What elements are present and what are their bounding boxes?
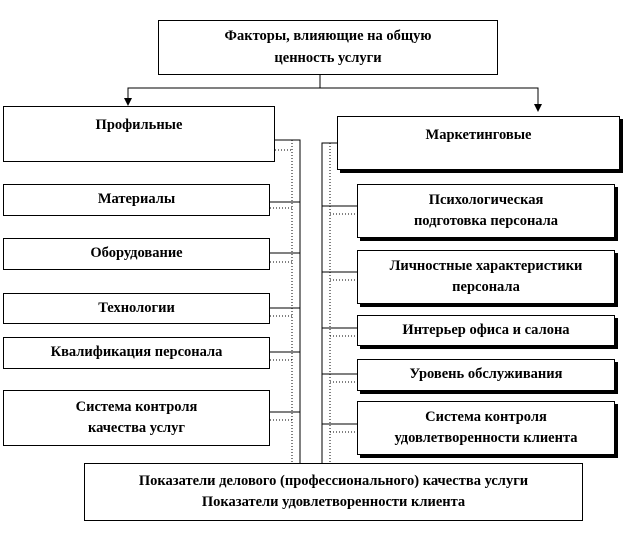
left-item-technologies: Технологии — [3, 293, 270, 324]
right-header-node: Маркетинговые — [337, 116, 620, 170]
right-item-service-level: Уровень обслуживания — [357, 359, 615, 391]
right-item-satisfaction-control: Система контроля удовлетворенности клиен… — [357, 401, 615, 455]
right-spine-dotted — [329, 143, 357, 463]
left-item-materials: Материалы — [3, 184, 270, 216]
bottom-indicators-node: Показатели делового (профессионального) … — [84, 463, 583, 521]
arrow-right-head — [534, 104, 542, 112]
right-item-office-interior: Интерьер офиса и салона — [357, 315, 615, 346]
left-branches — [270, 201, 300, 413]
arrow-left-head — [124, 98, 132, 106]
root-node: Факторы, влияющие на общую ценность услу… — [158, 20, 498, 75]
left-spine-dotted — [270, 140, 293, 463]
left-item-equipment: Оборудование — [3, 238, 270, 270]
right-branches — [322, 205, 357, 425]
right-spine — [321, 142, 337, 463]
left-spine — [275, 139, 301, 463]
right-item-psychological-training: Психологическая подготовка персонала — [357, 184, 615, 238]
left-item-qualification: Квалификация персонала — [3, 337, 270, 369]
left-header-node: Профильные — [3, 106, 275, 162]
left-item-quality-control: Система контроля качества услуг — [3, 390, 270, 446]
right-item-personal-traits: Личностные характеристики персонала — [357, 250, 615, 304]
root-connector — [127, 75, 539, 110]
